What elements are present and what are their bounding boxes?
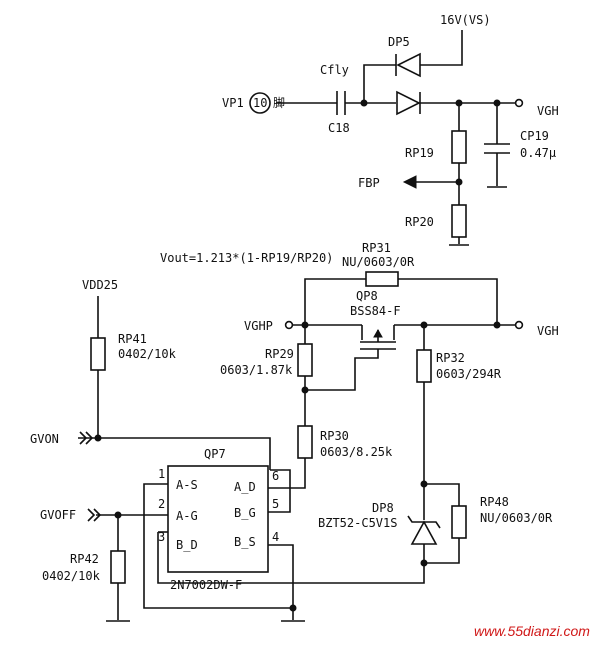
capacitor-cp19 bbox=[484, 143, 510, 154]
label-qp7-pin5: 5 bbox=[272, 497, 279, 511]
resistor-rp31 bbox=[365, 271, 399, 287]
wire-qp7-pin4 bbox=[268, 544, 294, 620]
label-qp7-ad: A_D bbox=[234, 480, 256, 494]
resistor-rp29 bbox=[297, 343, 313, 377]
label-c18: C18 bbox=[328, 121, 350, 135]
gvon-connector bbox=[79, 431, 94, 445]
terminal-vghp bbox=[284, 320, 294, 330]
label-qp7-part: 2N7002DW-F bbox=[170, 578, 242, 592]
wire-rp31 bbox=[304, 278, 498, 325]
label-rp42-value: 0402/10k bbox=[42, 569, 101, 583]
label-qp7-bg: B_G bbox=[234, 506, 256, 520]
wire-16v bbox=[420, 30, 463, 66]
junction-rp31-right bbox=[493, 321, 501, 329]
wire-qp7-pin5 bbox=[268, 469, 291, 513]
label-rp31-value: NU/0603/0R bbox=[342, 255, 415, 269]
watermark: www.55dianzi.com bbox=[474, 623, 590, 639]
label-qp7-ag: A-G bbox=[176, 509, 198, 523]
label-rp30: RP30 bbox=[320, 429, 349, 443]
label-rp31: RP31 bbox=[362, 241, 391, 255]
resistor-rp41 bbox=[90, 337, 106, 371]
mosfet-qp8 bbox=[305, 325, 396, 391]
junction-gnd-main bbox=[289, 604, 297, 612]
label-pin-suffix: 脚 bbox=[273, 95, 285, 110]
label-rp30-value: 0603/8.25k bbox=[320, 445, 393, 459]
label-gvoff: GVOFF bbox=[40, 508, 76, 522]
label-cp19-value: 0.47μ bbox=[520, 146, 556, 160]
terminal-vgh-mid bbox=[514, 320, 524, 330]
label-rp20: RP20 bbox=[405, 215, 434, 229]
label-cp19: CP19 bbox=[520, 129, 549, 143]
label-vgh-top: VGH bbox=[537, 104, 559, 118]
label-qp8-part: BSS84-F bbox=[350, 304, 401, 318]
label-qp8: QP8 bbox=[356, 289, 378, 303]
label-qp7-pin2: 2 bbox=[158, 497, 165, 511]
wire-rp48-loop bbox=[424, 483, 460, 564]
wire-rp30-pin6 bbox=[268, 458, 306, 489]
fbp-arrow bbox=[402, 175, 417, 189]
ic-qp7 bbox=[167, 465, 269, 573]
label-qp7-bs: B_S bbox=[234, 535, 256, 549]
resistor-rp48 bbox=[451, 505, 467, 539]
label-qp7-pin6: 6 bbox=[272, 469, 279, 483]
label-16v: 16V(VS) bbox=[440, 13, 491, 27]
label-qp7-pin1: 1 bbox=[158, 467, 165, 481]
label-rp48-value: NU/0603/0R bbox=[480, 511, 553, 525]
label-vghp: VGHP bbox=[244, 319, 273, 333]
diode-lower bbox=[396, 90, 421, 116]
pin-circle-10 bbox=[249, 92, 271, 114]
label-rp19: RP19 bbox=[405, 146, 434, 160]
label-cfly: Cfly bbox=[320, 63, 349, 77]
gvoff-connector bbox=[87, 508, 102, 522]
label-dp5: DP5 bbox=[388, 35, 410, 49]
label-qp7-pin3: 3 bbox=[158, 530, 165, 544]
label-vdd25: VDD25 bbox=[82, 278, 118, 292]
label-gvon: GVON bbox=[30, 432, 59, 446]
label-pin10: 10 bbox=[253, 96, 267, 110]
label-qp7-as: A-S bbox=[176, 478, 198, 492]
capacitor-c18 bbox=[336, 91, 346, 115]
label-formula: Vout=1.213*(1-RP19/RP20) bbox=[160, 251, 333, 265]
label-vp1: VP1 bbox=[222, 96, 244, 110]
zener-dp8 bbox=[407, 515, 441, 545]
label-rp48: RP48 bbox=[480, 495, 509, 509]
label-rp32: RP32 bbox=[436, 351, 465, 365]
label-rp29-value: 0603/1.87k bbox=[220, 363, 293, 377]
label-rp32-value: 0603/294R bbox=[436, 367, 502, 381]
label-vgh-mid: VGH bbox=[537, 324, 559, 338]
resistor-rp20 bbox=[451, 204, 467, 238]
wire-gvon bbox=[78, 437, 271, 470]
junction-cfly bbox=[360, 99, 368, 107]
label-qp7: QP7 bbox=[204, 447, 226, 461]
resistor-rp32 bbox=[416, 349, 432, 383]
label-dp8-part: BZT52-C5V1S bbox=[318, 516, 397, 530]
label-rp42: RP42 bbox=[70, 552, 99, 566]
label-fbp: FBP bbox=[358, 176, 380, 190]
label-rp29: RP29 bbox=[265, 347, 294, 361]
wire-dp5-node bbox=[363, 64, 396, 103]
diode-dp5 bbox=[395, 52, 421, 78]
label-dp8: DP8 bbox=[372, 501, 394, 515]
wire-qp7-pin1 bbox=[143, 483, 293, 609]
resistor-rp42 bbox=[110, 550, 126, 584]
label-rp41-value: 0402/10k bbox=[118, 347, 177, 361]
resistor-rp19 bbox=[451, 130, 467, 164]
label-rp41: RP41 bbox=[118, 332, 147, 346]
terminal-vgh-top bbox=[514, 98, 524, 108]
wire-dp8-bsbot bbox=[157, 532, 425, 584]
label-qp7-pin4: 4 bbox=[272, 530, 279, 544]
resistor-rp30 bbox=[297, 425, 313, 459]
label-qp7-bd: B_D bbox=[176, 538, 198, 552]
